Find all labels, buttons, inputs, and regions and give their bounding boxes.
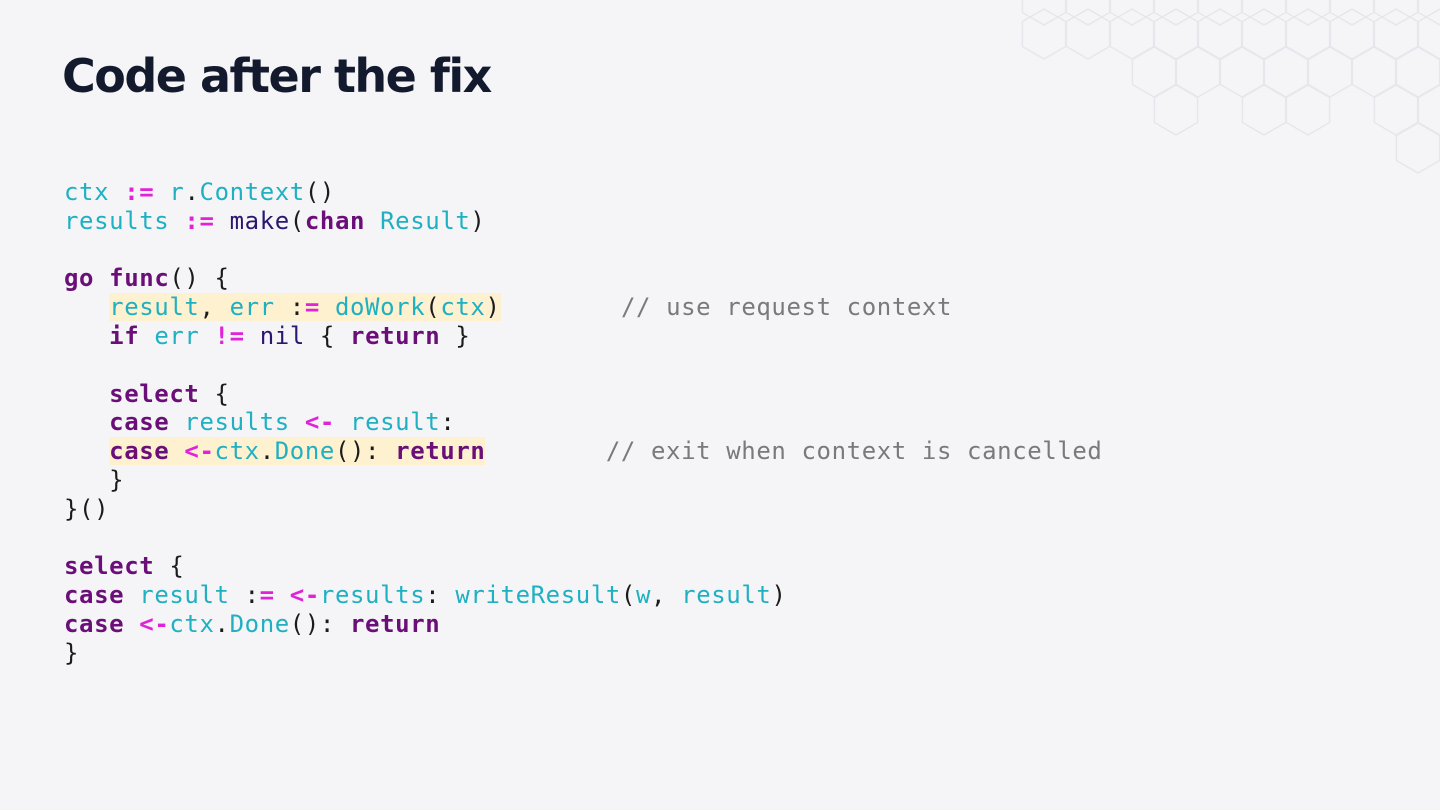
code-line-16: case <-ctx.Done(): return <box>64 609 441 638</box>
code-line-12: }() <box>64 494 110 523</box>
code-comment: // exit when context is cancelled <box>605 437 1103 466</box>
code-line-blank <box>64 236 1102 265</box>
hexagon-pattern <box>1021 0 1440 174</box>
code-line-10: case <-ctx.Done(): return // exit when c… <box>64 437 1102 466</box>
code-block: ctx := r.Context() results := make(chan … <box>64 178 1102 668</box>
code-line-1: ctx := r.Context() <box>64 178 335 206</box>
code-line-6: if err != nil { return } <box>109 321 471 350</box>
code-line-8: select { <box>109 379 230 408</box>
code-line-blank <box>64 351 1102 380</box>
code-line-4: go func() { <box>64 264 230 293</box>
highlight-dowork: result, err := doWork(ctx) <box>109 293 501 322</box>
code-line-15: case result := <-results: writeResult(w,… <box>64 581 787 610</box>
highlight-ctx-done: case <-ctx.Done(): return <box>109 437 486 466</box>
code-line-9: case results <- result: <box>109 408 456 437</box>
code-line-11: } <box>109 465 125 494</box>
code-line-5: result, err := doWork(ctx) // use reques… <box>64 293 1102 322</box>
code-line-2: results := make(chan Result) <box>64 206 486 235</box>
code-line-14: select { <box>64 552 185 581</box>
code-line-blank <box>64 524 1102 553</box>
page-title: Code after the fix <box>62 49 492 103</box>
code-comment: // use request context <box>620 293 953 322</box>
code-line-17: } <box>64 638 80 667</box>
